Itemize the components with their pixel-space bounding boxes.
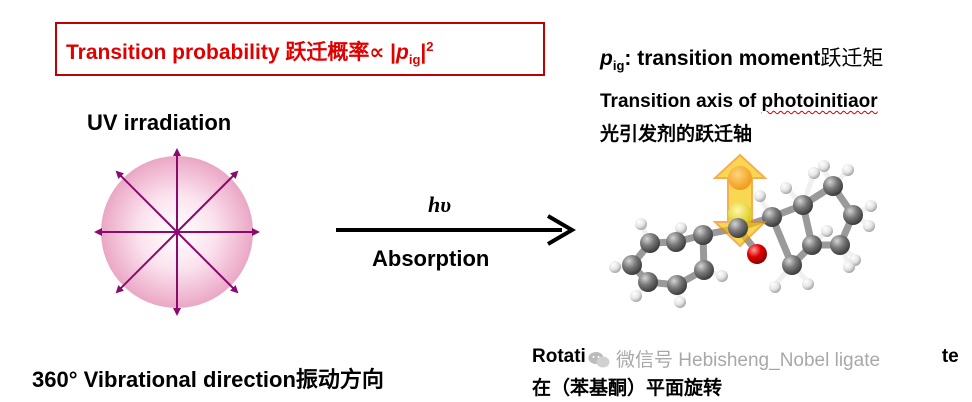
axis-line1-word: photoinitiaor [761, 91, 878, 112]
carbon-atoms [622, 176, 863, 295]
title-sub: ig [408, 52, 421, 68]
transition-probability-title: Transition probability 跃迁概率∝ |pig|2 [66, 36, 434, 67]
hydrogen-atoms [609, 160, 877, 308]
title-prefix: Transition probability 跃迁概率∝ | [66, 41, 397, 64]
arrow-ne [176, 170, 239, 233]
molecule-model [609, 153, 877, 308]
watermark-text: 微信号 Hebisheng_Nobel ligate [616, 350, 881, 371]
title-box [55, 22, 545, 76]
absorption-arrow [336, 214, 576, 246]
arrow-sw [115, 231, 178, 294]
moment-cn: 跃迁矩 [820, 47, 884, 70]
vibration-sphere [94, 148, 260, 316]
rotation-line1-tail: te [941, 346, 959, 367]
uv-irradiation-label: UV irradiation [87, 110, 232, 135]
moment-text: : transition moment [624, 47, 821, 70]
transition-moment-definition: pig: transition moment跃迁矩 [600, 42, 883, 73]
watermark: 微信号 Hebisheng_Nobel ligate [588, 345, 880, 372]
rotation-line1: Rotati te [532, 346, 959, 368]
axis-line1-prefix: Transition axis of [600, 91, 762, 112]
rotation-line1-head: Rotati [532, 346, 586, 367]
title-suffix: | [420, 41, 427, 64]
dipole-top-ball [728, 166, 752, 190]
rotation-line2: 在（苯基酮）平面旋转 [532, 378, 723, 399]
photon-energy-label: hυ [428, 192, 452, 217]
absorption-arrow-head [546, 214, 576, 246]
title-sup: 2 [426, 39, 434, 54]
arrow-se [176, 231, 239, 294]
transition-moment-arrow [712, 153, 768, 248]
arrow-nw [115, 170, 178, 233]
transition-axis-cn: 光引发剂的跃迁轴 [600, 124, 753, 145]
vibrational-direction-label: 360° Vibrational direction振动方向 [32, 367, 384, 392]
transition-axis-label: Transition axis of photoinitiaor [600, 91, 878, 113]
title-p: p [396, 41, 409, 64]
carbonyl-carbon [728, 218, 748, 238]
moment-sub: ig [612, 58, 625, 74]
moment-p: p [600, 47, 613, 70]
wechat-icon [588, 352, 610, 368]
absorption-label: Absorption [372, 246, 490, 271]
oxygen-atom [747, 244, 767, 264]
radial-arrows [94, 148, 260, 316]
